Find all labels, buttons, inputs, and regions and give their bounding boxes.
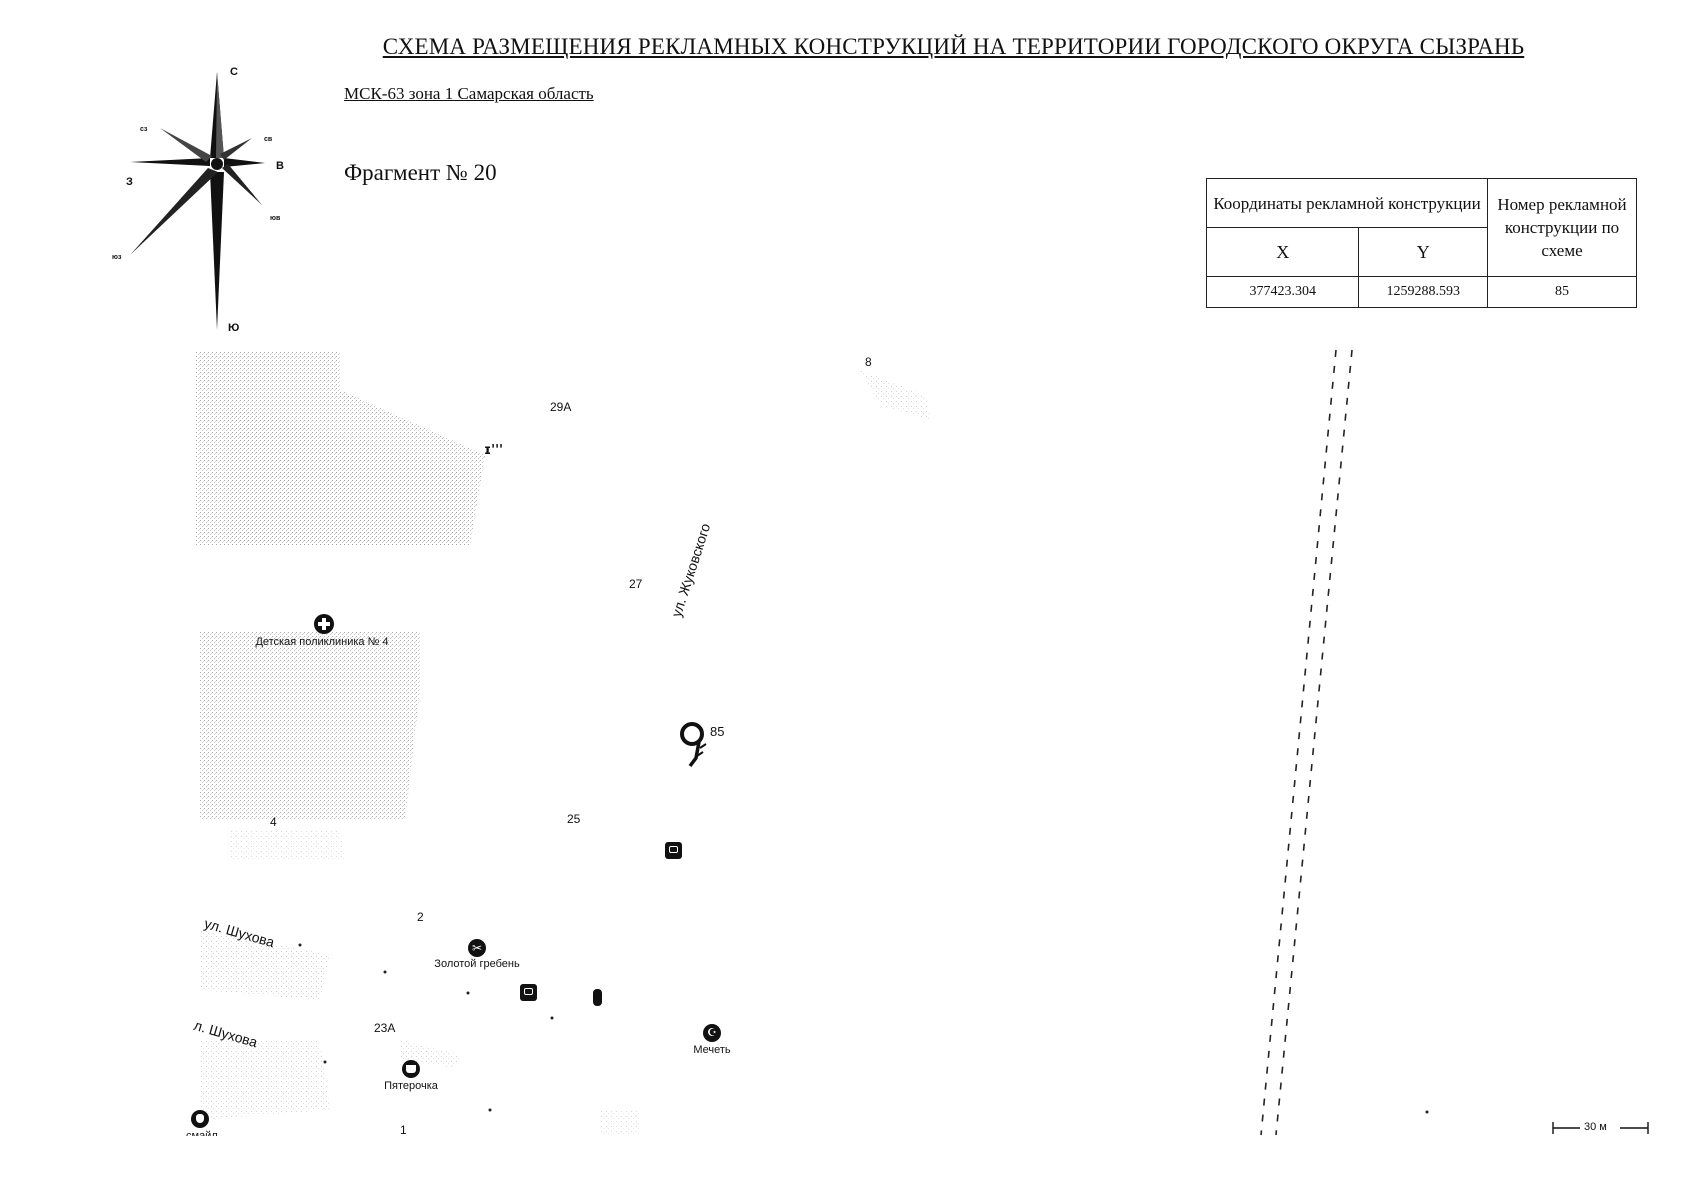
mosque-icon: ☪ [703, 1024, 721, 1042]
house-number: 2 [417, 910, 424, 924]
tower-icon: ɪ''' [484, 443, 504, 458]
house-number: 23А [374, 1021, 396, 1035]
coords-header: Координаты рекламной конструкции [1206, 178, 1488, 228]
map-buildings [196, 352, 930, 1135]
bus-stop-icon [520, 984, 537, 1001]
hairdresser-scissors-icon: ✂ [468, 939, 486, 957]
house-number: 8 [865, 355, 872, 369]
dental-clinic-icon [191, 1110, 209, 1128]
house-number: 27 [629, 577, 643, 591]
compass-northwest: сз [140, 126, 148, 133]
compass-north: С [230, 66, 238, 78]
compass-south: Ю [228, 322, 240, 334]
poi-label-smile-partial: смайл [186, 1130, 218, 1136]
table-row: 377423.304 1259288.593 85 [1205, 276, 1637, 308]
page-title: СХЕМА РАЗМЕЩЕНИЯ РЕКЛАМНЫХ КОНСТРУКЦИЙ Н… [382, 34, 1525, 59]
cell-y: 1259288.593 [1358, 276, 1488, 308]
house-number: 4 [270, 815, 277, 829]
coordinate-system-label: МСК-63 зона 1 Самарская область [344, 84, 594, 103]
poi-label-barber: Золотой гребень [434, 958, 520, 970]
grocery-basket-icon [402, 1060, 420, 1078]
traffic-light-icon [593, 989, 602, 1006]
number-header: Номер рекламной конструкции по схеме [1487, 178, 1637, 277]
medical-cross-icon [314, 614, 334, 634]
compass-southeast: юв [270, 215, 281, 222]
cell-x: 377423.304 [1205, 276, 1360, 308]
compass-west: З [126, 176, 133, 188]
fragment-title: Фрагмент № 20 [344, 160, 497, 185]
scale-label: 30 м [1584, 1121, 1607, 1133]
x-header: X [1205, 227, 1360, 277]
dashed-boundary-lines [1260, 349, 1353, 1136]
billboard-number-label: 85 [710, 724, 725, 739]
poi-label-clinic: Детская поликлиника № 4 [255, 636, 389, 648]
house-number: 25 [567, 812, 581, 826]
compass-rose-icon [130, 72, 265, 330]
cell-number: 85 [1487, 276, 1637, 308]
compass-northeast: св [264, 136, 273, 143]
billboard-pin-icon [680, 722, 707, 768]
house-number: 1 [400, 1123, 407, 1137]
scale-bar [1552, 1122, 1649, 1134]
map-point-markers [298, 943, 1429, 1114]
poi-label-pyaterochka: Пятерочка [384, 1080, 438, 1092]
poi-label-mosque: Мечеть [693, 1044, 731, 1056]
y-header: Y [1358, 227, 1488, 277]
compass-southwest: юз [112, 254, 122, 261]
house-number: 29А [550, 400, 572, 414]
compass-rose: С Ю В З св сз юв юз [100, 60, 284, 345]
compass-east: В [276, 160, 284, 172]
bus-stop-icon [665, 842, 682, 859]
coordinates-table: Координаты рекламной конструкции Номер р… [1205, 178, 1637, 308]
